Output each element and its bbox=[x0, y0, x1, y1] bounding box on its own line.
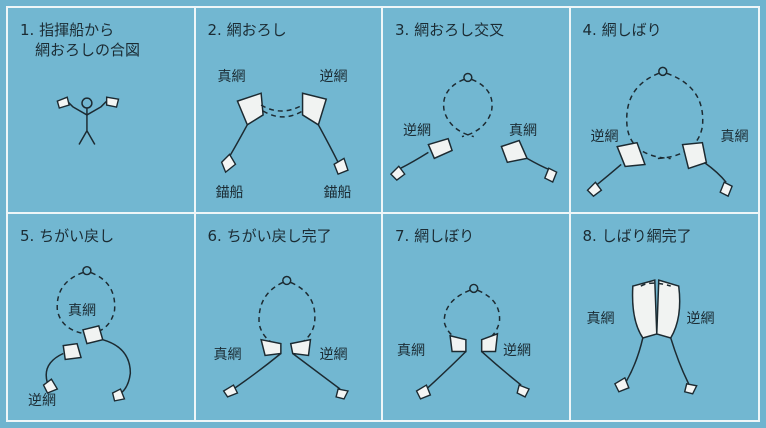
label-shin-ami: 真網 bbox=[720, 129, 749, 145]
net-lowering-figure bbox=[220, 92, 349, 176]
label-shin-ami: 真網 bbox=[509, 123, 537, 139]
return-complete-figure bbox=[222, 275, 349, 400]
panel-7: 7. 網しぼり 真網 逆網 bbox=[383, 214, 571, 420]
panel-6: 6. ちがい戻し完了 真網 逆網 bbox=[195, 214, 383, 420]
panel-title: 6. ちがい戻し完了 bbox=[207, 227, 332, 245]
tied-net-complete-figure bbox=[613, 279, 698, 395]
label-shin-ami: 真網 bbox=[213, 347, 242, 363]
label-anchor-boat-left: 錨船 bbox=[215, 185, 244, 201]
panel-title: 4. 網しばり bbox=[582, 21, 662, 39]
label-shin-ami: 真網 bbox=[68, 303, 96, 319]
panel-title: 1. 指揮船から 網おろしの合図 bbox=[20, 21, 141, 59]
label-anchor-boat-right: 錨船 bbox=[323, 185, 352, 201]
panel-2: 2. 網おろし 真網 逆網 錨船 錨船 bbox=[195, 8, 383, 214]
panel-title: 7. 網しぼり bbox=[395, 227, 475, 245]
label-saka-ami: 逆網 bbox=[319, 347, 348, 363]
panel-1: 1. 指揮船から 網おろしの合図 bbox=[8, 8, 196, 214]
label-shin-ami: 真網 bbox=[217, 69, 246, 85]
label-saka-ami: 逆網 bbox=[503, 343, 531, 359]
panel-5: 5. ちがい戻し 真網 逆網 bbox=[8, 214, 196, 420]
panel-title: 2. 網おろし bbox=[207, 21, 287, 39]
panel-title: 5. ちがい戻し bbox=[20, 227, 115, 245]
label-saka-ami: 逆網 bbox=[28, 393, 56, 409]
panel-4: 4. 網しばり 逆網 真網 bbox=[570, 8, 758, 214]
panel-3: 3. 網おろし交叉 逆網 真網 bbox=[383, 8, 571, 214]
diagram-grid: 1. 指揮船から 網おろしの合図 2. 網おろし 真網 逆網 錨船 錨船 bbox=[6, 6, 760, 422]
label-shin-ami: 真網 bbox=[586, 311, 615, 327]
signal-man-figure bbox=[56, 96, 120, 145]
label-saka-ami: 逆網 bbox=[686, 311, 715, 327]
net-tying-figure bbox=[586, 66, 733, 198]
label-shin-ami: 真網 bbox=[397, 343, 425, 359]
return-crossing-figure bbox=[42, 265, 132, 402]
panel-title: 8. しばり網完了 bbox=[582, 227, 692, 245]
label-saka-ami: 逆網 bbox=[403, 123, 431, 139]
label-saka-ami: 逆網 bbox=[319, 69, 348, 85]
net-crossing-figure bbox=[389, 72, 558, 183]
label-saka-ami: 逆網 bbox=[590, 129, 619, 145]
panel-title: 3. 網おろし交叉 bbox=[395, 21, 505, 39]
net-pursing-figure bbox=[415, 283, 530, 400]
panel-8: 8. しばり網完了 真網 逆網 bbox=[570, 214, 758, 420]
